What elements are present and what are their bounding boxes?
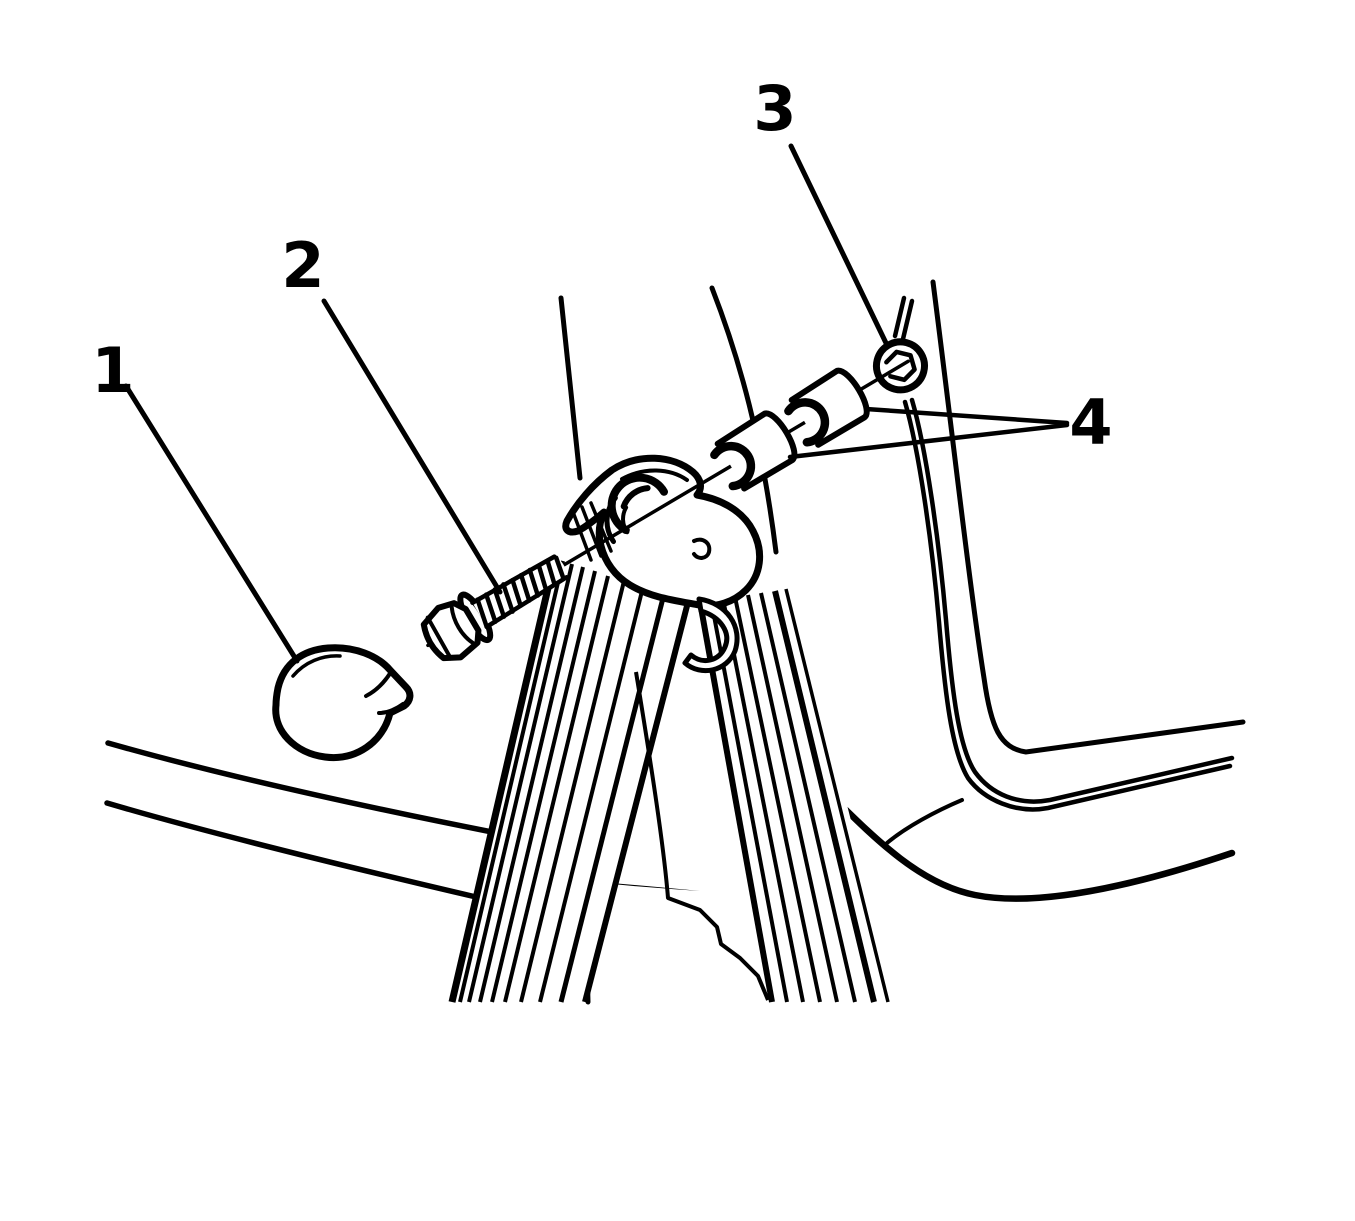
callouts: 1 2 3 4 [91,72,1113,664]
callout-1-leader [123,383,300,664]
corner-crease-line [885,798,964,845]
bolt-head-facet [425,615,453,661]
callout-3-leader [788,143,889,346]
body-swoosh-line [801,766,1236,902]
callout-3-label: 3 [753,72,796,145]
weld-nut [872,338,928,394]
trim-cap-lip-line-2 [377,702,405,715]
trim-cap-highlight [291,654,342,678]
bolt-head-arc [449,604,476,646]
anchor-hole-bore-arc-2 [621,505,630,535]
seat-belt-webbing [448,557,897,1003]
spacer-1 [710,410,798,492]
bolt-head [420,600,482,662]
spacer-2-bore-ring [784,398,830,447]
spacer-1-bore-ring [710,441,756,491]
fastener-axis-group [420,338,928,662]
callout-4-leader-lower [787,422,1070,460]
wrap-stripe-2 [580,505,603,558]
anchor-hole-ring-highlight [620,485,651,510]
weld-nut-hex [884,349,917,383]
callout-1-label: 1 [91,334,134,407]
webbing-left-fill [452,558,688,1002]
callout-4-leader-upper [863,406,1070,426]
anchor-plate-ear [692,537,712,560]
sill-line-upper [105,740,500,836]
pillar-line-middle [709,285,779,555]
door-seal-line-a [909,397,1235,804]
door-seal-line-b [902,399,1233,812]
anchor-bolt [420,554,569,662]
bolt-trim-cap [272,644,414,762]
callout-2-leader [321,298,503,595]
pillar-line-left [558,295,583,481]
trim-cap-lip-line [364,670,393,698]
belt-anchor-plate [562,454,764,674]
webbing-fold-line [634,671,770,1001]
bolt-threads [475,555,566,630]
spacer-1-body [714,410,798,492]
seal-tick-1 [892,295,907,339]
door-frame-inner-line [930,279,1246,755]
callout-4-label: 4 [1069,386,1112,459]
callout-2-label: 2 [281,229,324,302]
anchor-hole-ring-main [607,473,668,534]
seal-tick-2 [900,298,915,342]
spacer-2 [784,367,870,448]
anchor-hook [682,596,740,674]
wrap-stripe-3 [589,501,613,553]
webbing-left-band [448,557,691,1003]
sill-line-lower [104,800,479,900]
trim-cap-outline [272,644,414,762]
spacer-2-body [788,367,870,448]
weld-nut-axis-line [878,359,910,380]
